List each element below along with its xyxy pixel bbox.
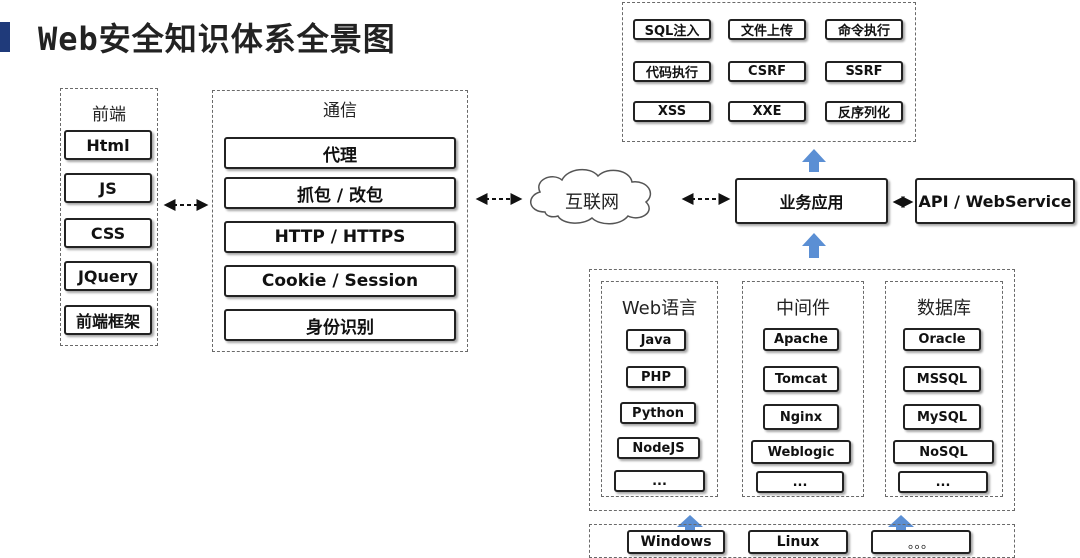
frontend-item-html: Html xyxy=(64,130,152,160)
stack-group xyxy=(589,269,1015,511)
up-arrow-app-to-vulns xyxy=(802,149,826,172)
web-lang-python: Python xyxy=(620,402,696,424)
middleware-label: 中间件 xyxy=(776,298,830,319)
web-lang-more: ... xyxy=(614,470,705,492)
database-oracle: Oracle xyxy=(903,328,981,351)
database-label: 数据库 xyxy=(917,298,971,319)
comm-label: 通信 xyxy=(323,101,357,121)
middleware-group xyxy=(742,281,864,497)
frontend-item-js: JS xyxy=(64,173,152,203)
vuln-deserialization: 反序列化 xyxy=(825,101,903,122)
vuln-ssrf: SSRF xyxy=(825,61,903,82)
middleware-nginx: Nginx xyxy=(763,404,839,430)
vuln-command-exec: 命令执行 xyxy=(825,19,903,40)
middleware-tomcat: Tomcat xyxy=(763,366,839,392)
page-title: Web安全知识体系全景图 xyxy=(38,20,396,58)
vuln-file-upload: 文件上传 xyxy=(728,19,806,40)
title-accent-bar xyxy=(0,22,10,52)
middleware-apache: Apache xyxy=(763,328,839,351)
comm-group xyxy=(212,90,468,352)
vuln-csrf: CSRF xyxy=(728,61,806,82)
middleware-more: ... xyxy=(756,471,844,493)
comm-item-cookie: Cookie / Session xyxy=(224,265,456,297)
os-more: 。。。 xyxy=(871,530,971,554)
business-app-box: 业务应用 xyxy=(735,178,888,224)
os-windows: Windows xyxy=(627,530,725,554)
vuln-code-exec: 代码执行 xyxy=(633,61,711,82)
frontend-item-framework: 前端框架 xyxy=(64,305,152,335)
comm-item-capture: 抓包 / 改包 xyxy=(224,177,456,209)
web-lang-nodejs: NodeJS xyxy=(617,437,700,459)
frontend-label: 前端 xyxy=(92,105,126,125)
internet-label: 互联网 xyxy=(565,192,619,213)
database-more: ... xyxy=(898,471,988,493)
database-nosql: NoSQL xyxy=(893,440,994,464)
comm-item-proxy: 代理 xyxy=(224,137,456,169)
frontend-item-css: CSS xyxy=(64,218,152,248)
api-webservice-box: API / WebService xyxy=(915,178,1075,224)
web-lang-label: Web语言 xyxy=(621,298,698,319)
web-lang-php: PHP xyxy=(626,366,686,388)
frontend-group xyxy=(60,88,158,346)
web-lang-group xyxy=(601,281,718,497)
middleware-weblogic: Weblogic xyxy=(751,440,851,464)
comm-item-identity: 身份识别 xyxy=(224,309,456,341)
comm-item-http: HTTP / HTTPS xyxy=(224,221,456,253)
up-arrow-stack-to-app xyxy=(802,233,826,258)
vuln-xxe: XXE xyxy=(728,101,806,122)
vulns-group xyxy=(622,2,916,142)
os-linux: Linux xyxy=(748,530,848,554)
web-lang-java: Java xyxy=(626,329,686,351)
frontend-item-jquery: JQuery xyxy=(64,261,152,291)
vuln-xss: XSS xyxy=(633,101,711,122)
database-mssql: MSSQL xyxy=(903,366,981,392)
database-group xyxy=(885,281,1003,497)
vuln-sql-injection: SQL注入 xyxy=(633,19,711,40)
database-mysql: MySQL xyxy=(903,404,981,430)
